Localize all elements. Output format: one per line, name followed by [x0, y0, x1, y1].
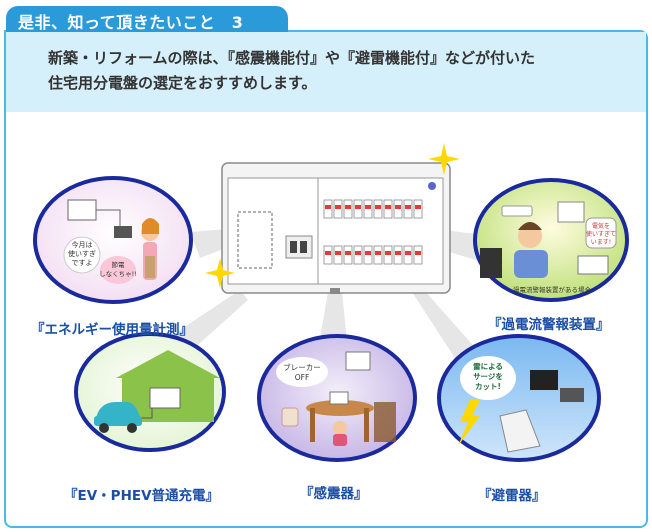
label-ev-charging: 『EV・PHEV普通充電』	[64, 488, 220, 504]
energy-bubble-4: 節電	[112, 260, 126, 269]
label-overcurrent-alarm: 『過電流警報装置』	[488, 317, 610, 333]
energy-bubble-3: ですよ	[72, 259, 93, 267]
overcurrent-bubble-2: 使いすぎて	[586, 230, 616, 238]
intro-band	[6, 32, 646, 112]
lightning-bubble-1: 雷による	[473, 362, 503, 371]
intro-text: 新築・リフォームの際は、『感震機能付』や『避雷機能付』などが付いた 住宅用分電盤…	[48, 46, 535, 96]
seismic-sensor-illustration: ブレーカー OFF	[257, 334, 417, 462]
energy-bubble-2: 使いすぎ	[68, 249, 96, 258]
surge-protector-illustration: 雷による サージを カット!	[437, 334, 601, 462]
overcurrent-caption: 過電流警報装置がある場合	[513, 285, 592, 294]
seismic-bubble-1: ブレーカー	[283, 362, 321, 372]
ev-charging-illustration	[74, 332, 226, 452]
lightning-bubble-2: サージを	[473, 372, 503, 381]
label-surge-protector: 『避雷器』	[478, 488, 546, 504]
lightning-bubble-3: カット!	[475, 382, 501, 391]
label-seismic-sensor: 『感震器』	[300, 486, 368, 502]
header-title: 是非、知って頂きたいこと 3	[18, 13, 244, 32]
energy-bubble-5: しなくちゃ!!	[99, 270, 137, 278]
sparkle-icon	[205, 143, 460, 288]
overcurrent-bubble-3: います!	[591, 239, 611, 246]
label-energy-meter: 『エネルギー使用量計測』	[31, 322, 193, 338]
header-tab: 是非、知って頂きたいこと 3	[6, 6, 288, 32]
distribution-board	[221, 162, 451, 294]
energy-meter-illustration: 今月は 使いすぎ ですよ 節電 しなくちゃ!!	[33, 176, 193, 304]
intro-line-2: 住宅用分電盤の選定をおすすめします。	[48, 74, 317, 92]
overcurrent-bubble-1: 電気を	[592, 222, 610, 230]
energy-bubble-1: 今月は	[72, 240, 93, 249]
overcurrent-alarm-illustration: 電気を 使いすぎて います! 過電流警報装置がある場合	[473, 178, 629, 302]
seismic-bubble-2: OFF	[295, 373, 310, 382]
intro-line-1: 新築・リフォームの際は、『感震機能付』や『避雷機能付』などが付いた	[48, 49, 536, 67]
